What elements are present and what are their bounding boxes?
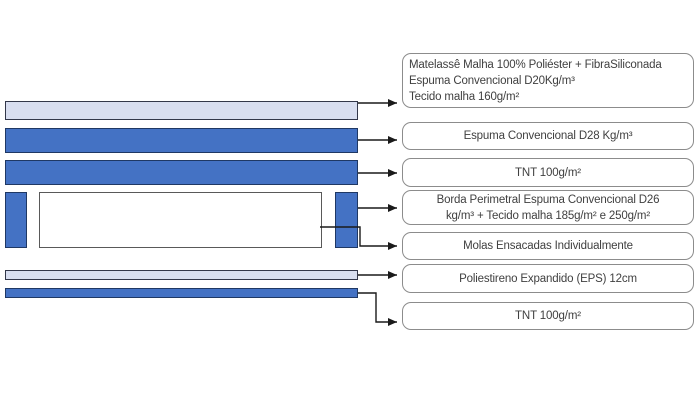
tnt-upper-layer bbox=[5, 160, 358, 185]
matelasse-top-layer bbox=[5, 101, 358, 120]
label-line: TNT 100g/m² bbox=[515, 310, 581, 322]
arrow-molas bbox=[320, 226, 397, 250]
molas-ensacadas-core bbox=[39, 192, 322, 248]
label-line: Borda Perimetral Espuma Convencional D26 bbox=[436, 193, 660, 206]
label-line: Espuma Convencional D20Kg/m³ bbox=[409, 74, 575, 87]
label-line: Poliestireno Expandido (EPS) 12cm bbox=[459, 272, 637, 285]
borda-perimetral-left bbox=[5, 192, 27, 248]
label-line: Tecido malha 160g/m² bbox=[409, 90, 520, 103]
label-line: TNT 100g/m² bbox=[515, 166, 581, 179]
label-box-molas: Molas Ensacadas Individualmente bbox=[402, 232, 694, 260]
label-line: Matelassê Malha 100% Poliéster + FibraSi… bbox=[409, 58, 662, 71]
tnt-lower-layer bbox=[5, 288, 358, 298]
espuma-convencional-d28-layer bbox=[5, 128, 358, 153]
label-box-tnt-top: TNT 100g/m² bbox=[402, 158, 694, 187]
label-line: Molas Ensacadas Individualmente bbox=[463, 240, 633, 252]
label-box-espuma-d28: Espuma Convencional D28 Kg/m³ bbox=[402, 122, 694, 150]
label-line: Espuma Convencional D28 Kg/m³ bbox=[463, 130, 633, 142]
label-box-matelasse: Matelassê Malha 100% Poliéster + FibraSi… bbox=[402, 53, 694, 108]
arrow-tnt-bottom bbox=[358, 292, 397, 326]
borda-perimetral-right bbox=[335, 192, 358, 248]
label-box-eps: Poliestireno Expandido (EPS) 12cm bbox=[402, 264, 694, 293]
label-box-borda: Borda Perimetral Espuma Convencional D26… bbox=[402, 190, 694, 225]
label-box-tnt-bottom: TNT 100g/m² bbox=[402, 302, 694, 330]
poliestireno-eps-layer bbox=[5, 270, 358, 280]
label-line: kg/m³ + Tecido malha 185g/m² e 250g/m² bbox=[445, 209, 651, 222]
